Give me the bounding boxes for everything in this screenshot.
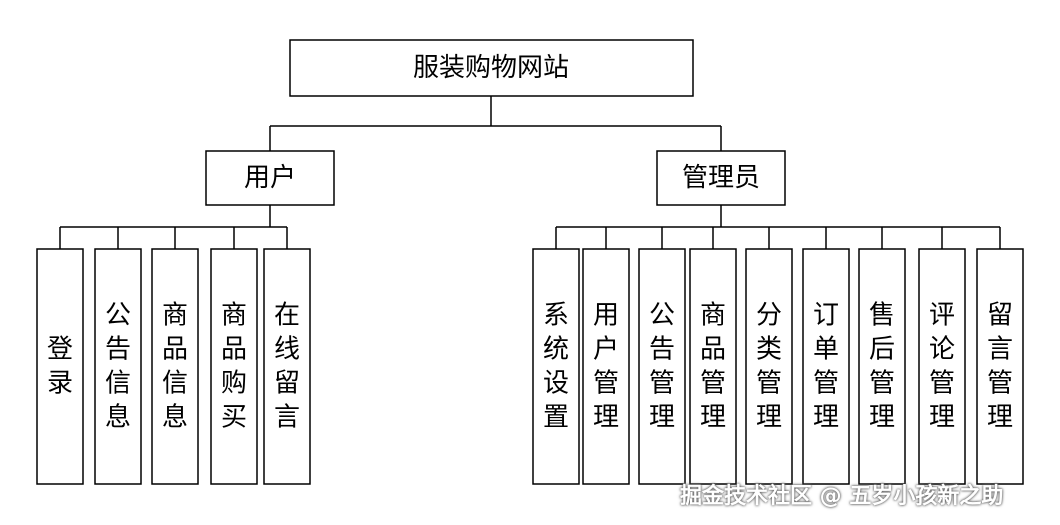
leaf-label: 在线留言 — [274, 301, 300, 433]
connector-lines — [59, 96, 1001, 249]
leaf-node: 评论管理 — [918, 248, 966, 485]
leaf-label: 系统设置 — [543, 301, 569, 433]
leaf-box — [638, 248, 686, 485]
leaf-box — [689, 248, 737, 485]
leaf-label: 商品购买 — [221, 301, 247, 433]
branch-node-admin: 管理员 — [656, 150, 786, 206]
leaf-node: 登录 — [36, 248, 84, 485]
leaf-box — [532, 248, 580, 485]
leaf-box — [918, 248, 966, 485]
leaf-box — [210, 248, 258, 485]
leaf-node: 公告信息 — [94, 248, 142, 485]
leaf-label: 用户管理 — [593, 301, 619, 433]
branch-label-admin: 管理员 — [682, 163, 760, 193]
leaf-label: 评论管理 — [929, 301, 955, 433]
leaf-node: 分类管理 — [745, 248, 793, 485]
leaf-node: 用户管理 — [582, 248, 630, 485]
leaf-node: 公告管理 — [638, 248, 686, 485]
leaf-node: 留言管理 — [976, 248, 1024, 485]
leaf-label: 商品信息 — [162, 301, 188, 433]
root-label: 服装购物网站 — [413, 53, 569, 83]
branch-box-admin — [656, 150, 786, 206]
leaf-node: 订单管理 — [802, 248, 850, 485]
leaf-label: 订单管理 — [813, 301, 839, 433]
leaf-label: 公告管理 — [649, 301, 675, 433]
leaf-box — [94, 248, 142, 485]
leaf-label: 留言管理 — [987, 301, 1013, 433]
leaf-box — [582, 248, 630, 485]
leaf-box — [151, 248, 199, 485]
leaf-node: 商品购买 — [210, 248, 258, 485]
leaf-label: 售后管理 — [869, 301, 895, 433]
leaf-label: 商品管理 — [700, 301, 726, 433]
watermark-text: 掘金技术社区 @ 五岁小孩新之助 — [680, 484, 1004, 509]
leaf-node: 商品管理 — [689, 248, 737, 485]
branch-node-user: 用户 — [205, 150, 335, 206]
root-node: 服装购物网站 — [289, 39, 694, 97]
leaf-node: 在线留言 — [263, 248, 311, 485]
leaf-label: 公告信息 — [105, 301, 131, 433]
root-box — [289, 39, 694, 97]
leaf-label: 分类管理 — [756, 301, 782, 433]
leaf-node: 系统设置 — [532, 248, 580, 485]
branch-box-user — [205, 150, 335, 206]
leaf-box — [976, 248, 1024, 485]
leaf-box — [263, 248, 311, 485]
leaf-box — [36, 248, 84, 485]
leaf-label: 登录 — [47, 335, 73, 399]
leaf-node: 售后管理 — [858, 248, 906, 485]
leaf-box — [745, 248, 793, 485]
leaf-box — [858, 248, 906, 485]
leaf-box — [802, 248, 850, 485]
leaf-node: 商品信息 — [151, 248, 199, 485]
branch-label-user: 用户 — [244, 163, 296, 193]
